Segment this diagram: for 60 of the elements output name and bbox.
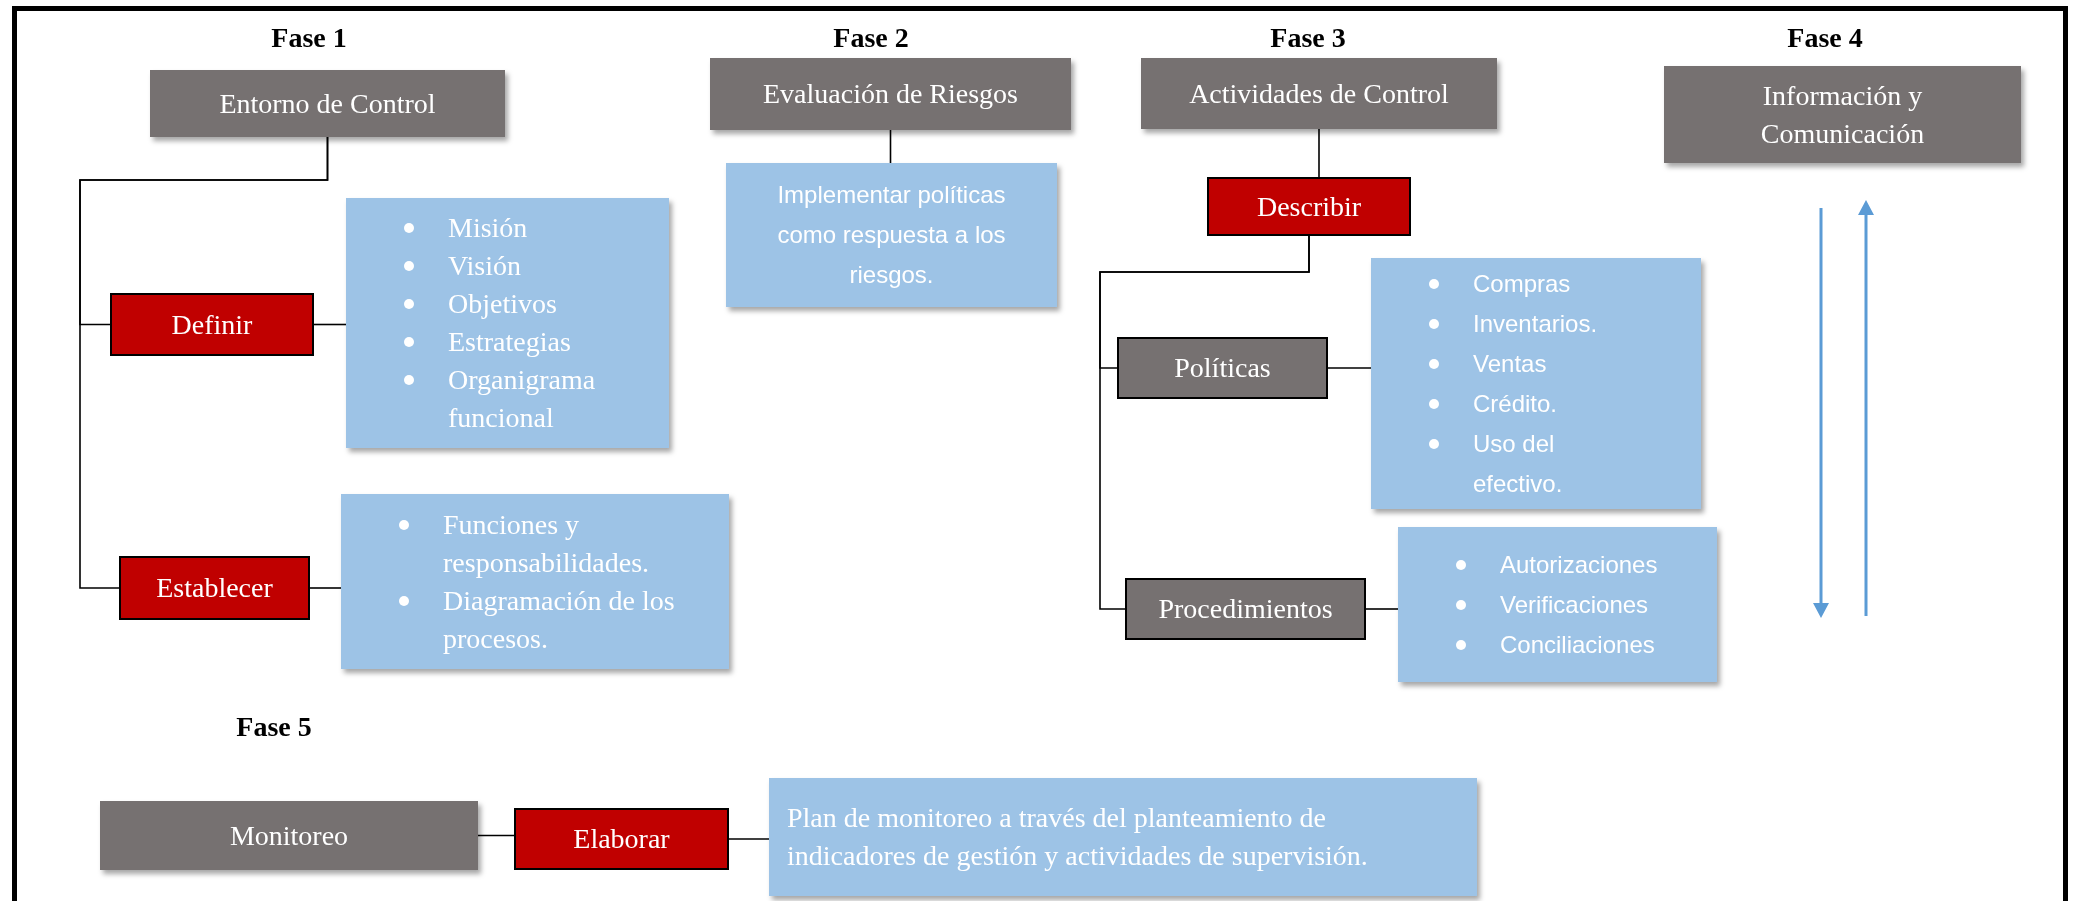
- connector-line: [889, 129, 892, 164]
- connector-line: [728, 838, 770, 840]
- action-box: [1207, 177, 1411, 236]
- detail-card: [346, 198, 669, 448]
- connector-line: [477, 834, 515, 837]
- phase-heading: Fase 2: [833, 21, 909, 55]
- box-text: Implementar políticas como respuesta a los riesgos.: [776, 180, 1007, 290]
- action-box: [119, 556, 310, 620]
- bullet-text: Ventas: [1473, 348, 1547, 379]
- box-text: Elaborar: [573, 822, 670, 856]
- connector-line: [79, 136, 329, 589]
- box-text: Actividades de Control: [1189, 76, 1449, 111]
- box-text: Establecer: [156, 571, 273, 605]
- action-box: [514, 808, 729, 870]
- box-text: Plan de monitoreo a través del planteamiento de indicadores de gestión y actividades de supervisión.: [787, 801, 1369, 873]
- connector-line: [1327, 367, 1372, 369]
- bullet-text: Estrategias: [448, 325, 571, 359]
- bullet-text: Verificaciones: [1500, 589, 1649, 620]
- bullet-text: Uso del efectivo.: [1473, 428, 1564, 499]
- detail-card: [769, 778, 1477, 896]
- bullet-text: Funciones y responsabilidades.: [443, 507, 651, 580]
- step-box: [1125, 578, 1366, 640]
- bullet-text: Autorizaciones: [1500, 549, 1658, 580]
- bullet-text: Diagramación de los procesos.: [443, 583, 676, 656]
- box-text: Evaluación de Riesgos: [762, 77, 1019, 111]
- action-box: [110, 293, 314, 356]
- phase-heading: Fase 4: [1787, 21, 1863, 55]
- bullet-text: Inventarios.: [1473, 308, 1598, 339]
- phase-box: [100, 801, 478, 870]
- phase-box: [150, 70, 505, 137]
- bullet-text: Objetivos: [448, 287, 557, 321]
- detail-card: [1371, 258, 1701, 509]
- bullet-text: Compras: [1473, 268, 1571, 299]
- phase-heading: Fase 5: [236, 710, 312, 744]
- detail-card: [341, 494, 729, 669]
- step-box: [1117, 337, 1328, 399]
- bullet-text: Crédito.: [1473, 388, 1558, 419]
- connector-line: [313, 323, 347, 326]
- phase-box: [710, 58, 1071, 130]
- connector-line: [1318, 128, 1320, 178]
- connector-line: [1365, 608, 1399, 610]
- bullet-text: Conciliaciones: [1500, 629, 1655, 660]
- box-text: Procedimientos: [1158, 592, 1333, 626]
- box-text: Entorno de Control: [219, 86, 436, 121]
- detail-card: [726, 163, 1057, 307]
- box-text: Políticas: [1174, 351, 1271, 385]
- box-text: Información y Comunicación: [1759, 78, 1926, 151]
- bullet-text: Misión: [448, 211, 528, 245]
- connector-line: [1099, 235, 1310, 610]
- box-text: Definir: [171, 307, 253, 342]
- detail-card: [1398, 527, 1717, 682]
- phase-box: [1664, 66, 2021, 163]
- bullet-text: Organigrama funcional: [448, 363, 597, 435]
- connector-line: [309, 587, 342, 589]
- bullet-text: Visión: [448, 249, 521, 283]
- phase-heading: Fase 1: [271, 21, 347, 55]
- box-text: Monitoreo: [229, 818, 349, 853]
- box-text: Describir: [1256, 189, 1362, 224]
- phase-heading: Fase 3: [1270, 21, 1346, 55]
- phase-box: [1141, 58, 1497, 129]
